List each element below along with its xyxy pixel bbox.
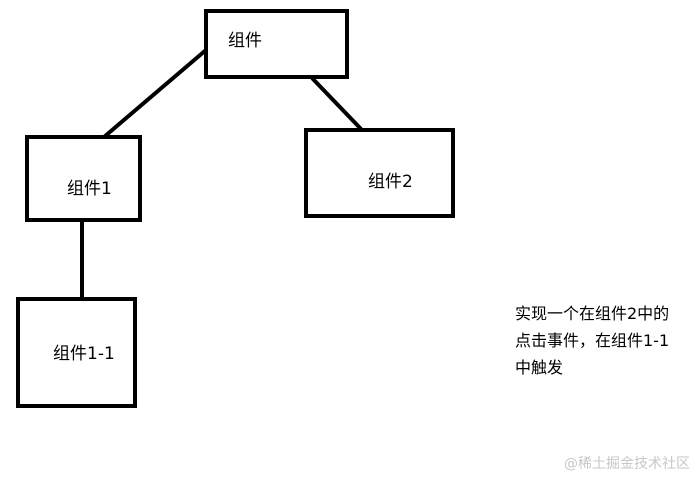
node-grandchild: 组件1-1 bbox=[16, 297, 137, 408]
watermark: @稀土掘金技术社区 bbox=[564, 456, 690, 472]
annotation-note: 实现一个在组件2中的 点击事件，在组件1-1 中触发 bbox=[515, 300, 695, 381]
edge-root-to-child1 bbox=[102, 48, 208, 139]
note-line-3: 中触发 bbox=[515, 358, 564, 377]
note-line-2: 点击事件，在组件1-1 bbox=[515, 331, 670, 350]
node-child1: 组件1 bbox=[25, 135, 142, 222]
node-root-label: 组件 bbox=[228, 31, 262, 51]
note-line-1: 实现一个在组件2中的 bbox=[515, 304, 670, 323]
edge-root-to-child2 bbox=[310, 76, 363, 131]
node-child2: 组件2 bbox=[304, 128, 455, 218]
node-child1-label: 组件1 bbox=[67, 179, 112, 199]
node-root: 组件 bbox=[204, 9, 349, 79]
node-child2-label: 组件2 bbox=[368, 172, 413, 192]
node-grandchild-label: 组件1-1 bbox=[53, 344, 115, 364]
